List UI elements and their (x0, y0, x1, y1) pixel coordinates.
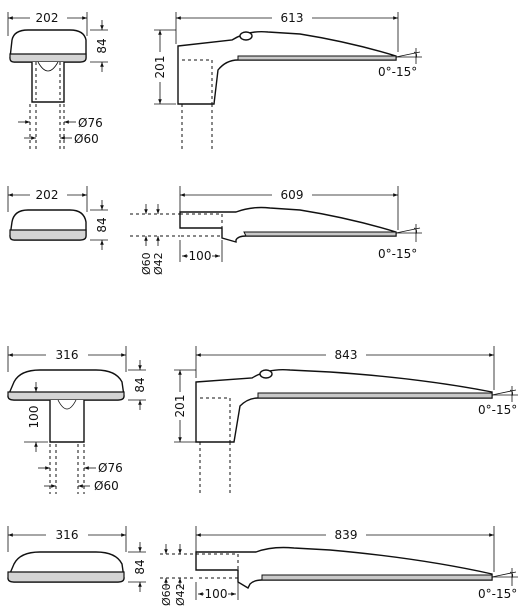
tilt-label: 0°-15° (378, 247, 417, 261)
view-small-post-top: 202 84 Ø76 Ø60 (7, 11, 422, 150)
side-length-label: 609 (281, 188, 304, 202)
side-view: 609 Ø60 Ø42 100 0°-15° (130, 186, 422, 275)
tilt-label: 0°-15° (478, 587, 517, 601)
front-view: 202 84 Ø76 Ø60 (7, 11, 109, 150)
spigot-length-label: 100 (205, 587, 228, 601)
front-width-label: 202 (36, 188, 59, 202)
tilt-label: 0°-15° (378, 65, 417, 79)
front-width-label: 316 (56, 528, 79, 542)
diameter-outer-label: Ø60 (160, 583, 173, 606)
side-view: 839 Ø60 Ø42 100 0°-15° (160, 526, 518, 606)
front-height-label: 84 (95, 38, 109, 53)
socket-depth-label: 100 (27, 406, 41, 429)
side-length-label: 843 (335, 348, 358, 362)
tilt-label: 0°-15° (478, 403, 517, 417)
side-view: 613 201 0°-15° (153, 11, 422, 150)
view-small-side-entry: 202 84 609 Ø60 Ø42 (7, 186, 422, 275)
view-large-side-entry: 316 84 839 Ø60 Ø42 (7, 526, 518, 606)
view-large-post-top: 316 84 100 Ø76 Ø60 (7, 346, 518, 494)
front-width-label: 202 (36, 11, 59, 25)
side-length-label: 613 (281, 11, 304, 25)
side-height-label: 201 (153, 56, 167, 79)
diameter-outer-label: Ø60 (140, 252, 153, 275)
front-view: 316 84 100 Ø76 Ø60 (7, 346, 147, 494)
front-view: 202 84 (7, 186, 109, 250)
front-height-label: 84 (95, 217, 109, 232)
diameter-inner-label: Ø42 (174, 583, 187, 606)
diameter-inner-label: Ø60 (74, 132, 99, 146)
diameter-inner-label: Ø42 (152, 252, 165, 275)
side-height-label: 201 (173, 395, 187, 418)
spigot-length-label: 100 (189, 249, 212, 263)
front-height-label: 84 (133, 377, 147, 392)
side-view: 843 201 0°-15° (173, 346, 518, 494)
diameter-inner-label: Ø60 (94, 479, 119, 493)
front-height-label: 84 (133, 559, 147, 574)
diameter-outer-label: Ø76 (78, 116, 103, 130)
side-length-label: 839 (335, 528, 358, 542)
front-view: 316 84 (7, 526, 147, 592)
diameter-outer-label: Ø76 (98, 461, 123, 475)
front-width-label: 316 (56, 348, 79, 362)
